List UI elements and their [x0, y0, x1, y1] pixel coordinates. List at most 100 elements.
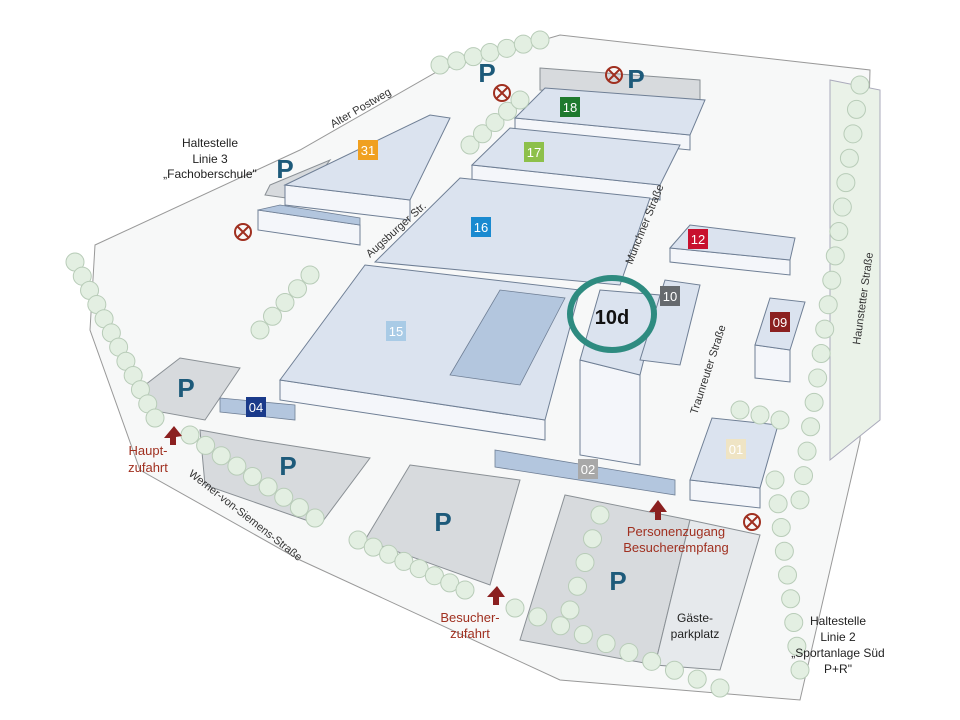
guest-parking-label: Gäste- parkplatz [671, 611, 720, 641]
tree-icon [811, 344, 831, 364]
highlight-ring-10d [567, 275, 657, 353]
tree-icon [528, 607, 548, 627]
pedestrian-entrance-label: Personenzugang Besucherempfang [623, 524, 729, 555]
tree-icon [363, 537, 383, 557]
stop-south: Haltestelle Linie 2 „Sportanlage Süd P+R… [791, 614, 884, 676]
tree-icon [455, 580, 475, 600]
svg-text:P+R": P+R" [824, 662, 852, 676]
tree-icon [832, 197, 852, 217]
tree-icon [145, 408, 165, 428]
tree-icon [348, 530, 368, 550]
arrow-up-icon [164, 426, 182, 445]
tree-icon [424, 566, 444, 586]
no-entry-icon [743, 513, 761, 531]
building-badge-31: 31 [358, 140, 378, 160]
parking-lot-visitor [364, 464, 521, 586]
tree-icon [211, 446, 231, 466]
stop-north: Haltestelle Linie 3 „Fachoberschule" [163, 136, 257, 181]
visitor-entrance-label: Besucher- zufahrt [440, 610, 499, 641]
building-number: 10 [663, 289, 677, 304]
building-16 [373, 177, 651, 286]
tree-icon [180, 425, 200, 445]
building-badge-09: 09 [770, 312, 790, 332]
tree-icon [274, 487, 294, 507]
tree-icon [513, 34, 533, 54]
svg-text:Besucher-: Besucher- [440, 610, 499, 625]
building-badge-16: 16 [471, 217, 491, 237]
building-badge-17: 17 [524, 142, 544, 162]
tree-icon [275, 293, 295, 312]
tree-icon [642, 651, 662, 671]
parking-label: P [478, 58, 495, 88]
tree-icon [774, 541, 794, 561]
building-badge-02: 02 [578, 459, 598, 479]
tree-icon [263, 306, 282, 326]
building-number: 15 [389, 324, 403, 339]
svg-text:Haupt-: Haupt- [128, 443, 167, 458]
tree-icon [765, 470, 785, 490]
tree-icon [804, 392, 824, 412]
tree-icon [498, 101, 517, 121]
svg-text:Linie 2: Linie 2 [820, 630, 856, 644]
tree-icon [596, 634, 616, 654]
svg-text:Personenzugang: Personenzugang [627, 524, 725, 539]
tree-icon [497, 38, 517, 58]
tree-icon [778, 565, 797, 585]
tree-icon [258, 477, 278, 497]
parking-label: P [177, 373, 194, 403]
tree-icon [664, 660, 684, 680]
tree-icon [771, 518, 791, 537]
svg-text:Gäste-: Gäste- [677, 611, 713, 625]
building-badge-12: 12 [688, 229, 708, 249]
tree-icon [781, 589, 801, 609]
tree-icon [530, 30, 550, 50]
parking-label: P [276, 154, 293, 184]
tree-icon [227, 456, 247, 476]
svg-text:Besucherempfang: Besucherempfang [623, 540, 729, 555]
arrow-up-icon [487, 586, 505, 605]
building-number: 04 [249, 400, 263, 415]
building-badge-01: 01 [726, 439, 746, 459]
tree-icon [850, 75, 870, 95]
svg-text:Haltestelle: Haltestelle [182, 136, 238, 150]
tree-icon [794, 466, 814, 486]
arrow-up-icon [649, 500, 667, 520]
building-10 [639, 279, 701, 366]
tree-icon [575, 553, 595, 572]
tree-icon [250, 320, 270, 340]
tree-icon [846, 99, 866, 119]
tree-icon [583, 529, 602, 549]
building-number: 16 [474, 220, 488, 235]
tree-icon [430, 55, 450, 75]
svg-text:„Sportanlage Süd: „Sportanlage Süd [791, 646, 884, 660]
guest-parking-lot [654, 519, 761, 671]
hall-15-sheds [449, 289, 566, 386]
tree-icon [243, 467, 262, 486]
svg-text:parkplatz: parkplatz [671, 627, 720, 641]
tree-icon [289, 498, 309, 518]
entrance-arrows [164, 426, 667, 605]
tree-icon [510, 90, 530, 110]
parking-label: P [609, 566, 626, 596]
no-entry-icons [234, 66, 761, 531]
no-entry-icon [234, 223, 252, 241]
building-number: 17 [527, 145, 541, 160]
tree-icon [787, 636, 807, 656]
tree-icon [829, 221, 849, 241]
tree-icon [768, 494, 788, 514]
tree-icon [825, 246, 845, 266]
main-entrance-label: Haupt- zufahrt [128, 443, 168, 475]
tree-icon [568, 576, 587, 596]
parking-lot-main [199, 429, 371, 526]
tree-icon [473, 124, 492, 144]
no-entry-icon [493, 84, 511, 102]
tree-icon [818, 295, 838, 315]
svg-text:„Fachoberschule": „Fachoberschule" [163, 167, 257, 181]
svg-text:Haltestelle: Haltestelle [810, 614, 866, 628]
building-number: 02 [581, 462, 595, 477]
tree-icon [750, 405, 770, 425]
parking-label: P [627, 64, 644, 94]
tree-icon [790, 660, 810, 680]
building-number: 09 [773, 315, 787, 330]
